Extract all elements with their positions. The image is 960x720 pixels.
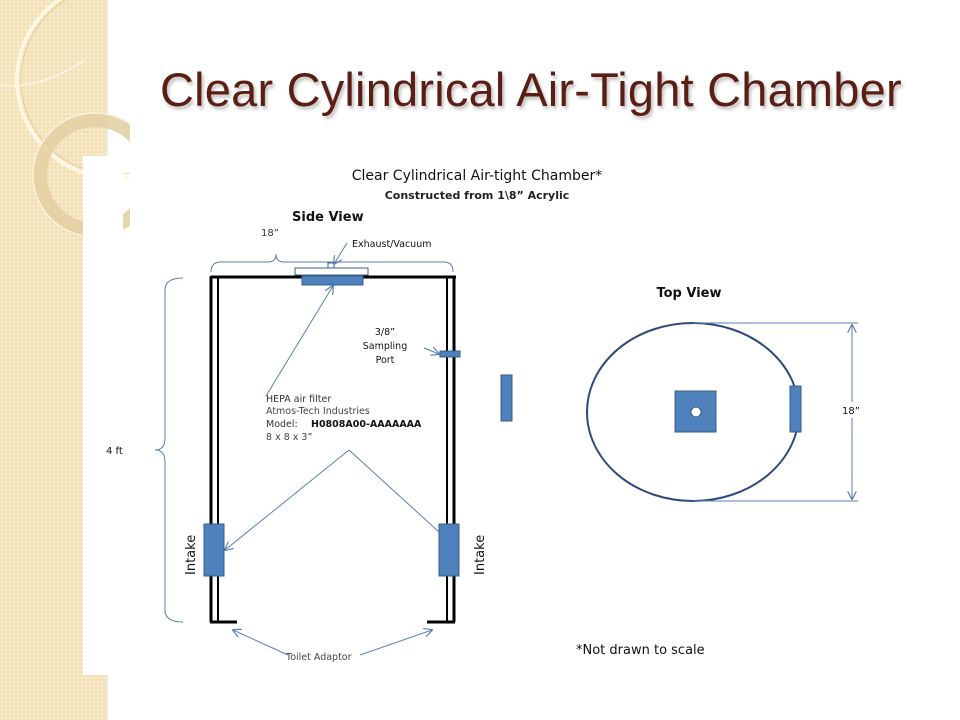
exhaust-nozzle	[327, 262, 335, 269]
sampling-port	[439, 350, 461, 358]
sampling-port-word: Sampling	[363, 341, 407, 352]
exhaust-arrow	[334, 242, 348, 264]
side-view-label: Side View	[292, 210, 364, 225]
right-intake-filter	[438, 523, 460, 577]
diagram-panel-edge	[83, 156, 123, 675]
filter-arrow-top	[265, 286, 333, 397]
side-width-dimension: 18”	[261, 228, 279, 239]
toilet-arrow-left	[233, 630, 289, 656]
filter-arrow-left	[225, 449, 350, 550]
left-intake-label: Intake	[184, 535, 199, 575]
height-dimension: 4 ft	[106, 446, 123, 457]
filter-line1: HEPA air filter	[266, 394, 331, 405]
exhaust-housing-plate	[294, 267, 369, 276]
toilet-adaptor-label: Toilet Adaptor	[285, 652, 352, 663]
deco-arc	[0, 59, 86, 87]
right-intake-label: Intake	[473, 535, 488, 575]
filter-dimensions: 8 x 8 x 3”	[266, 432, 312, 443]
slide-title: Clear Cylindrical Air-Tight Chamber	[160, 63, 902, 116]
diameter-dimension: 18”	[842, 406, 860, 417]
sampling-port-word2: Port	[376, 355, 395, 366]
filter-model-value: H0808A00-AAAAAAA	[311, 419, 422, 430]
footnote: *Not drawn to scale	[576, 643, 705, 658]
exhaust-port-hole	[690, 406, 702, 418]
dimension-label-bg	[838, 402, 864, 418]
top-hepa-filter	[301, 275, 364, 286]
width-brace	[210, 253, 454, 273]
separate-intake-filter	[500, 374, 513, 422]
left-intake-filter	[203, 523, 225, 577]
exhaust-label: Exhaust/Vacuum	[352, 239, 431, 250]
diagram-heading: Clear Cylindrical Air-tight Chamber*	[352, 168, 603, 184]
filter-model-label: Model:	[266, 419, 298, 430]
toilet-arrow-right	[359, 630, 432, 656]
filter-line2: Atmos-Tech Industries	[266, 406, 370, 417]
top-view-label: Top View	[656, 286, 721, 301]
filter-arrow-right	[348, 449, 440, 533]
height-brace	[154, 277, 184, 623]
top-view-intake-filter	[789, 385, 802, 433]
diagram-subheading: Constructed from 1\8” Acrylic	[385, 189, 570, 202]
sampling-port-size: 3/8”	[375, 327, 395, 338]
sampling-port-arrow	[423, 348, 439, 354]
